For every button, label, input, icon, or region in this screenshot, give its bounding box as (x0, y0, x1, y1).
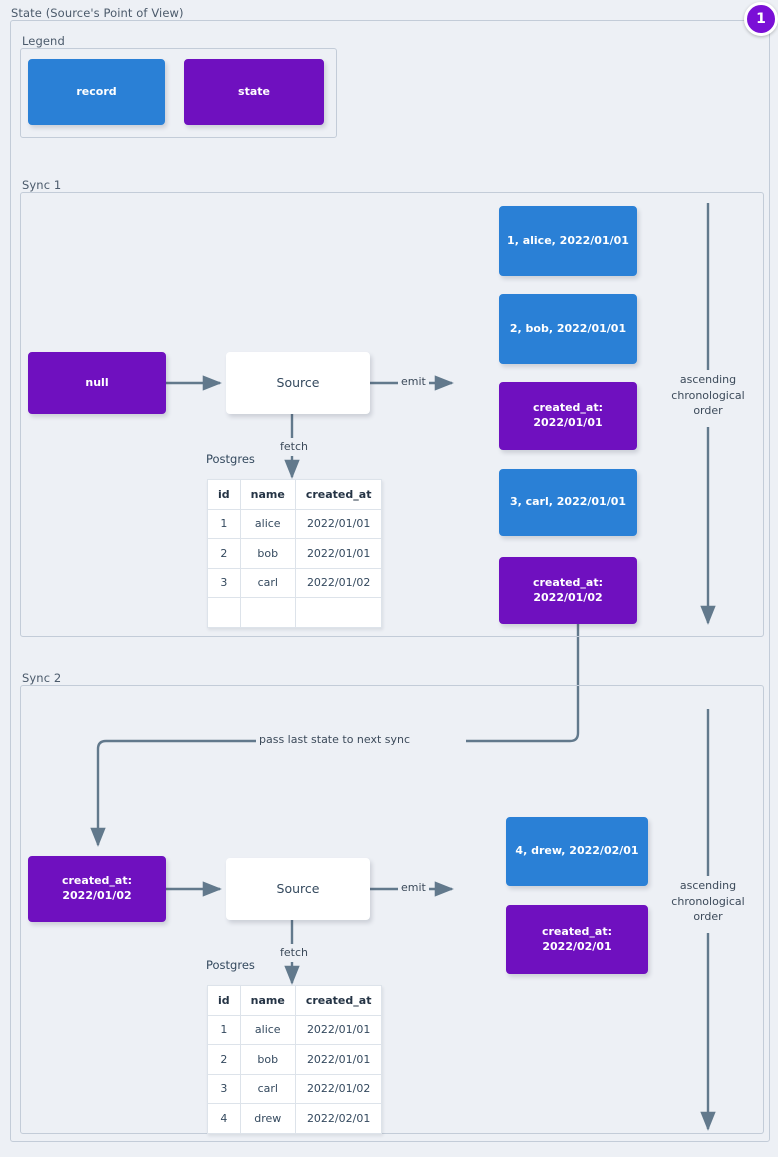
table-header-cell: name (239, 985, 296, 1016)
table-cell: 2022/02/01 (294, 1103, 383, 1134)
sync2-input-state: created_at: 2022/01/02 (28, 856, 166, 922)
sync1-order-label: ascending chronological order (660, 372, 756, 419)
legend-swatch-record-label: record (76, 84, 117, 98)
table-cell: alice (239, 508, 296, 539)
table-cell: 2 (207, 1044, 241, 1075)
sync1-message-state-2-label: created_at: 2022/01/02 (532, 575, 603, 604)
sync1-message-record-1: 1, alice, 2022/01/01 (499, 206, 637, 276)
table-cell: carl (239, 567, 296, 598)
sync2-source-node: Source (226, 858, 370, 920)
table-cell: 2022/01/01 (294, 1044, 383, 1075)
sync2-message-state-1: created_at: 2022/02/01 (506, 905, 648, 974)
table-cell: 1 (207, 508, 241, 539)
table-row: 2 bob 2022/01/01 (207, 538, 383, 569)
table-cell: 3 (207, 1073, 241, 1104)
table-row: 1 alice 2022/01/01 (207, 508, 383, 539)
table-row: 3 carl 2022/01/02 (207, 567, 383, 598)
sync2-fetch-label: fetch (277, 946, 311, 959)
sync1-input-state-label: null (85, 375, 109, 389)
legend-label: Legend (22, 34, 65, 48)
table-cell: 2022/01/02 (294, 567, 383, 598)
table-header-row: id name created_at (207, 479, 383, 510)
sync2-message-state-1-label: created_at: 2022/02/01 (541, 924, 612, 953)
sync1-input-state: null (28, 352, 166, 414)
table-cell (239, 597, 296, 628)
table-row: 4 drew 2022/02/01 (207, 1103, 383, 1134)
sync2-postgres-table: id name created_at 1 alice 2022/01/01 2 … (207, 985, 383, 1134)
table-cell (207, 597, 241, 628)
sync1-emit-label: emit (398, 375, 429, 388)
table-header-cell: created_at (294, 479, 383, 510)
pass-state-label: pass last state to next sync (256, 733, 414, 746)
table-header-cell: name (239, 479, 296, 510)
legend-swatch-state-label: state (238, 84, 270, 98)
table-row: 1 alice 2022/01/01 (207, 1014, 383, 1045)
table-cell: 1 (207, 1014, 241, 1045)
legend-frame (20, 48, 337, 138)
table-cell: 2022/01/01 (294, 1014, 383, 1045)
sync1-message-record-2-label: 2, bob, 2022/01/01 (509, 321, 627, 335)
table-header-cell: id (207, 985, 241, 1016)
table-cell: 2 (207, 538, 241, 569)
sync1-message-record-3-label: 3, carl, 2022/01/01 (509, 495, 627, 509)
table-cell: drew (239, 1103, 296, 1134)
sync2-message-record-1-label: 4, drew, 2022/02/01 (515, 844, 639, 858)
table-cell: 2022/01/02 (294, 1073, 383, 1104)
table-row (207, 597, 383, 628)
sync1-message-record-2: 2, bob, 2022/01/01 (499, 294, 637, 364)
sync1-postgres-table: id name created_at 1 alice 2022/01/01 2 … (207, 479, 383, 628)
sync1-frame (20, 192, 764, 637)
table-row: 3 carl 2022/01/02 (207, 1073, 383, 1104)
sync1-message-record-1-label: 1, alice, 2022/01/01 (507, 233, 629, 247)
sync2-frame (20, 685, 764, 1134)
sync2-db-label: Postgres (206, 958, 255, 972)
table-cell: bob (239, 1044, 296, 1075)
page-title: State (Source's Point of View) (11, 6, 184, 20)
table-row: 2 bob 2022/01/01 (207, 1044, 383, 1075)
table-cell: bob (239, 538, 296, 569)
table-header-cell: id (207, 479, 241, 510)
table-header-cell: created_at (294, 985, 383, 1016)
sync2-message-record-1: 4, drew, 2022/02/01 (506, 817, 648, 886)
step-badge[interactable]: 1 (744, 2, 778, 36)
table-cell: 4 (207, 1103, 241, 1134)
sync1-fetch-label: fetch (277, 440, 311, 453)
sync1-db-label: Postgres (206, 452, 255, 466)
table-cell: 2022/01/01 (294, 538, 383, 569)
table-cell (294, 597, 383, 628)
sync2-source-label: Source (276, 880, 320, 896)
legend-swatch-record: record (28, 59, 165, 125)
root-frame (10, 20, 770, 1142)
table-cell: carl (239, 1073, 296, 1104)
sync1-message-state-1-label: created_at: 2022/01/01 (532, 401, 603, 429)
step-badge-label: 1 (756, 11, 766, 27)
table-cell: 2022/01/01 (294, 508, 383, 539)
sync1-source-label: Source (276, 374, 320, 390)
sync1-source-node: Source (226, 352, 370, 414)
sync1-message-record-3: 3, carl, 2022/01/01 (499, 469, 637, 536)
table-cell: alice (239, 1014, 296, 1045)
table-header-row: id name created_at (207, 985, 383, 1016)
sync1-label: Sync 1 (22, 178, 62, 192)
legend-swatch-state: state (184, 59, 324, 125)
sync2-order-label: ascending chronological order (660, 878, 756, 925)
sync2-label: Sync 2 (22, 671, 62, 685)
sync2-input-state-label: created_at: 2022/01/02 (61, 874, 132, 902)
sync2-emit-label: emit (398, 881, 429, 894)
sync1-message-state-2: created_at: 2022/01/02 (499, 557, 637, 624)
sync1-message-state-1: created_at: 2022/01/01 (499, 382, 637, 450)
table-cell: 3 (207, 567, 241, 598)
